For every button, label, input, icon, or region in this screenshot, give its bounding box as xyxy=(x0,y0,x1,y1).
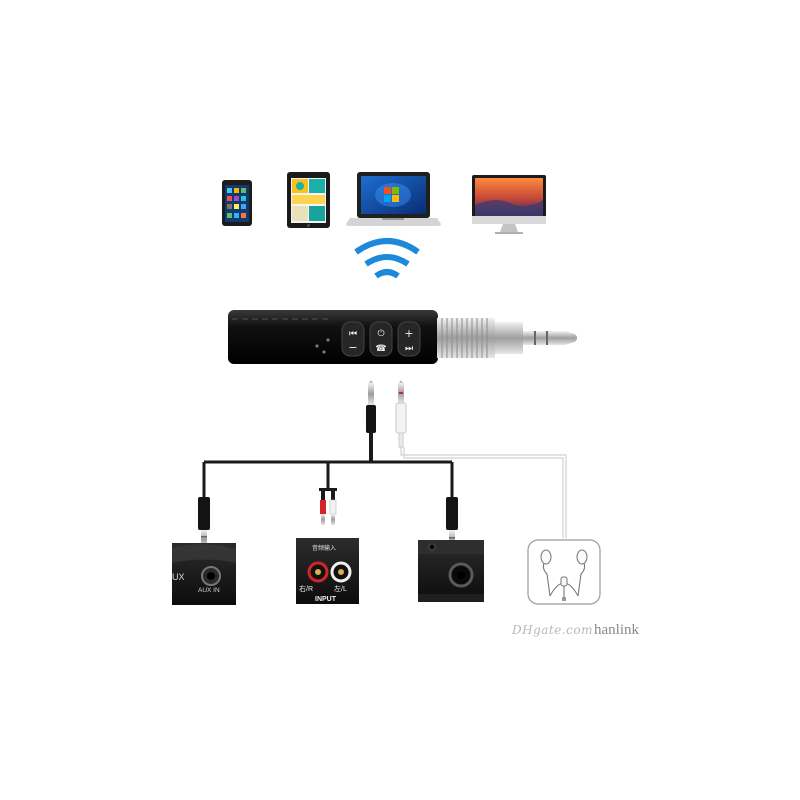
car-stereo-partial-label: UX xyxy=(172,572,185,582)
svg-text:⏮: ⏮ xyxy=(349,329,357,339)
car-stereo-panel: UX AUX IN xyxy=(172,543,236,605)
watermark-brand: DHgate.com xyxy=(512,623,593,637)
amplifier-left-label: 左/L xyxy=(334,584,347,593)
receiver-jack-sleeve xyxy=(437,318,523,358)
earphone-plug-icon xyxy=(395,380,407,448)
previous-volume-down-button: ⏮ − xyxy=(341,321,365,357)
svg-text:☎: ☎ xyxy=(375,344,386,354)
receiver-jack-plug-icon xyxy=(523,331,577,345)
laptop-icon xyxy=(346,172,441,226)
amplifier-right-label: 右/R xyxy=(299,584,313,593)
svg-text:⏻: ⏻ xyxy=(377,328,384,339)
desktop-icon xyxy=(472,175,546,234)
amplifier-panel: 音频输入 右/R 左/L INPUT xyxy=(296,538,359,604)
tablet-icon xyxy=(287,172,330,228)
power-call-button: ⏻ ☎ xyxy=(369,321,393,357)
earphones-icon xyxy=(527,539,601,605)
earphone-wire xyxy=(400,446,567,538)
next-volume-up-button: + ⏭ xyxy=(397,321,421,357)
amplifier-input-label: INPUT xyxy=(315,596,337,603)
svg-text:+: + xyxy=(404,327,413,340)
bluetooth-signal-icon xyxy=(354,238,420,279)
svg-text:−: − xyxy=(348,341,357,354)
rca-cable-icon xyxy=(319,488,337,525)
amplifier-audio-input-label: 音频输入 xyxy=(312,544,336,552)
phone-icon xyxy=(222,180,252,226)
svg-text:⏭: ⏭ xyxy=(405,344,413,354)
watermark-user: hanlink xyxy=(594,621,639,638)
speaker-panel xyxy=(418,540,484,602)
aux-cable xyxy=(202,444,454,498)
car-stereo-aux-in-label: AUX IN xyxy=(198,587,220,594)
